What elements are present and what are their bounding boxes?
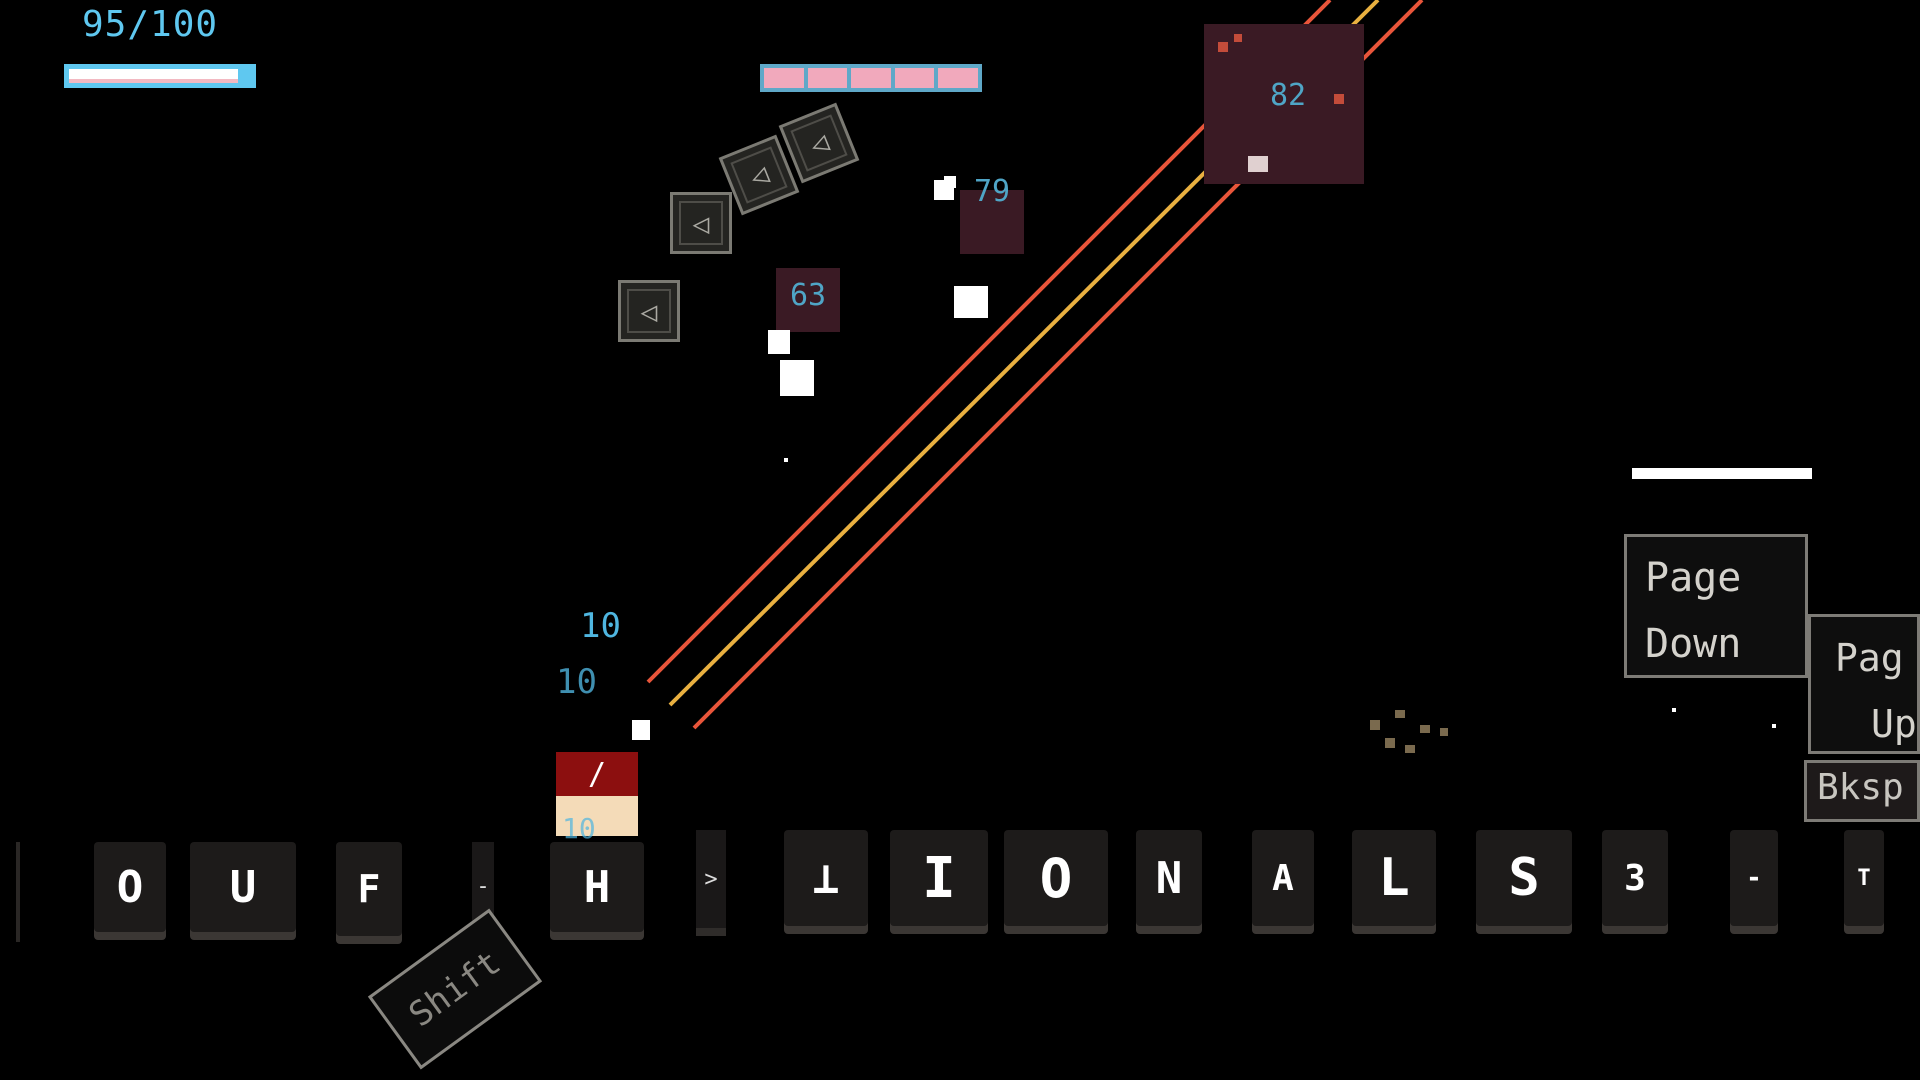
key-s: S <box>1476 830 1572 926</box>
enemy-medium: 79 <box>960 174 1024 254</box>
enemy-hp-label: 79 <box>974 174 1011 209</box>
damage-number: 10 <box>580 606 621 646</box>
white-particle <box>954 286 988 318</box>
page-up-label-line1: Pag <box>1835 636 1904 680</box>
player-hp-bar-fill <box>69 69 239 83</box>
damage-number: 10 <box>562 812 596 845</box>
key-3: 3 <box>1602 830 1668 926</box>
boss-hp-segment <box>851 68 891 88</box>
blood-particle <box>1334 94 1344 104</box>
blood-particle <box>1218 42 1228 52</box>
player-hp-text: 95/100 <box>82 4 219 45</box>
enemy-small: 63 <box>776 268 840 332</box>
backspace-key: Bksp <box>1804 760 1920 822</box>
turret-block: ◁ <box>618 280 680 342</box>
page-up-key: Pag Up <box>1808 614 1920 754</box>
player-key: / 10 <box>556 752 638 845</box>
page-down-key: Page Down <box>1624 534 1808 678</box>
damage-number: 10 <box>556 662 597 702</box>
page-up-label-line2: Up <box>1871 702 1917 746</box>
turret-block: ◁ <box>670 192 732 254</box>
keyboard-edge <box>16 842 20 942</box>
key-dash: - <box>472 842 494 930</box>
key-t: T <box>1844 830 1884 926</box>
player-hp-bar <box>64 64 256 88</box>
key-a: A <box>1252 830 1314 926</box>
page-down-label-line2: Down <box>1645 621 1742 667</box>
white-particle <box>768 330 790 354</box>
boss-hp-segment <box>807 68 848 88</box>
enemy-hp-label: 63 <box>790 278 827 313</box>
player-key-top: / <box>556 752 638 796</box>
boss-hp-segment <box>938 68 978 88</box>
key-l: L <box>1352 830 1436 926</box>
boss-hp-bar <box>760 64 982 92</box>
white-particle <box>784 458 788 462</box>
key-f: F <box>336 842 402 936</box>
enemy-large: 82 <box>1204 24 1364 184</box>
key-i: I <box>890 830 988 926</box>
key-minus: - <box>1730 830 1778 926</box>
key-o-2: O <box>1004 830 1108 926</box>
page-down-label-line1: Page <box>1645 555 1742 601</box>
blood-particle <box>1234 34 1242 42</box>
white-particle <box>780 360 814 396</box>
key-o: O <box>94 842 166 932</box>
white-particle <box>944 176 956 188</box>
key-perp: ⊥ <box>784 830 868 926</box>
white-particle <box>1772 724 1776 728</box>
debris-cluster <box>1370 710 1448 753</box>
key-n: N <box>1136 830 1202 926</box>
boss-hp-segment <box>894 68 935 88</box>
muzzle-flash <box>632 720 650 740</box>
boss-hp-segment <box>764 68 804 88</box>
key-u: U <box>190 842 296 932</box>
enemy-hp-label: 82 <box>1270 78 1307 113</box>
progress-bar <box>1632 468 1812 479</box>
key-h: H <box>550 842 644 932</box>
key-greater: > <box>696 830 726 928</box>
debris-particle <box>1248 156 1268 172</box>
white-particle <box>1672 708 1676 712</box>
